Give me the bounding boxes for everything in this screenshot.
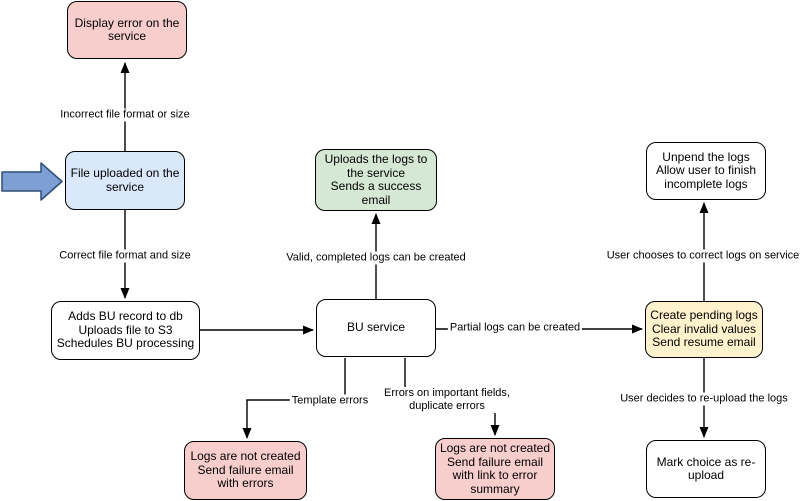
node-adds-bu-record: Adds BU record to db Uploads file to S3 … bbox=[51, 301, 200, 360]
edge-label-incorrect-format: Incorrect file format or size bbox=[58, 108, 192, 122]
node-bu-service: BU service bbox=[316, 299, 436, 357]
node-text-line: email bbox=[361, 192, 391, 207]
node-text-line: Clear invalid values bbox=[651, 321, 757, 336]
node-mark-choice-reupload: Mark choice as re- upload bbox=[646, 440, 766, 498]
entry-arrow-icon bbox=[1, 162, 63, 201]
node-text-line: Adds BU record to db bbox=[68, 309, 183, 324]
node-logs-not-created-summary: Logs are not created Send failure email … bbox=[435, 438, 555, 500]
node-text-line: the service bbox=[346, 165, 406, 180]
node-text-line: Uploads the logs to bbox=[324, 152, 428, 166]
node-text-line: Logs are not created bbox=[190, 449, 301, 464]
edge-label-user-reuploads: User decides to re-upload the logs bbox=[618, 392, 790, 406]
edge-label-line: Errors on important fields, bbox=[384, 387, 510, 399]
edge-label-partial-logs: Partial logs can be created bbox=[447, 321, 583, 335]
node-text-line: Send failure email bbox=[197, 462, 294, 477]
node-text-line: Send failure email bbox=[446, 454, 544, 469]
node-text-line: with errors bbox=[217, 476, 274, 491]
edge-label-important-field-errors: Errors on important fields, duplicate er… bbox=[382, 387, 512, 413]
node-text-line: Display error on the bbox=[74, 15, 180, 30]
node-display-error: Display error on the service bbox=[67, 1, 187, 59]
node-text-line: Mark choice as re- bbox=[656, 454, 756, 469]
node-text-line: with link to error bbox=[452, 468, 538, 482]
node-text-line: Logs are not created bbox=[439, 441, 551, 455]
node-logs-not-created-errors: Logs are not created Send failure email … bbox=[184, 441, 307, 500]
node-text-line: upload bbox=[687, 468, 725, 482]
node-text-line: Allow user to finish bbox=[655, 163, 757, 178]
node-text-line: Send resume email bbox=[652, 335, 756, 350]
node-text-line: File uploaded on the bbox=[70, 166, 180, 180]
node-text-line: Unpend the logs bbox=[662, 149, 750, 164]
edge-label-line: duplicate errors bbox=[409, 400, 485, 412]
edge-label-valid-logs: Valid, completed logs can be created bbox=[284, 251, 468, 265]
node-text-line: Uploads file to S3 bbox=[78, 322, 173, 337]
node-create-pending-logs: Create pending logs Clear invalid values… bbox=[645, 301, 763, 358]
edge-label-user-corrects: User chooses to correct logs on service bbox=[604, 249, 801, 263]
node-text-line: service bbox=[105, 179, 144, 194]
node-uploads-logs-success: Uploads the logs to the service Sends a … bbox=[315, 149, 437, 211]
edge-label-template-errors: Template errors bbox=[289, 394, 371, 408]
node-text-line: Create pending logs bbox=[650, 308, 758, 323]
node-text-line: Sends a success bbox=[330, 179, 422, 193]
node-text-line: Schedules BU processing bbox=[56, 336, 195, 351]
node-text-line: incomplete logs bbox=[664, 176, 748, 191]
node-text-line: summary bbox=[470, 481, 520, 496]
node-file-uploaded: File uploaded on the service bbox=[65, 151, 185, 210]
edge-label-correct-format: Correct file format and size bbox=[57, 249, 193, 263]
node-text-line: BU service bbox=[346, 320, 405, 335]
node-unpend-logs: Unpend the logs Allow user to finish inc… bbox=[646, 142, 766, 200]
node-text-line: service bbox=[107, 29, 146, 43]
